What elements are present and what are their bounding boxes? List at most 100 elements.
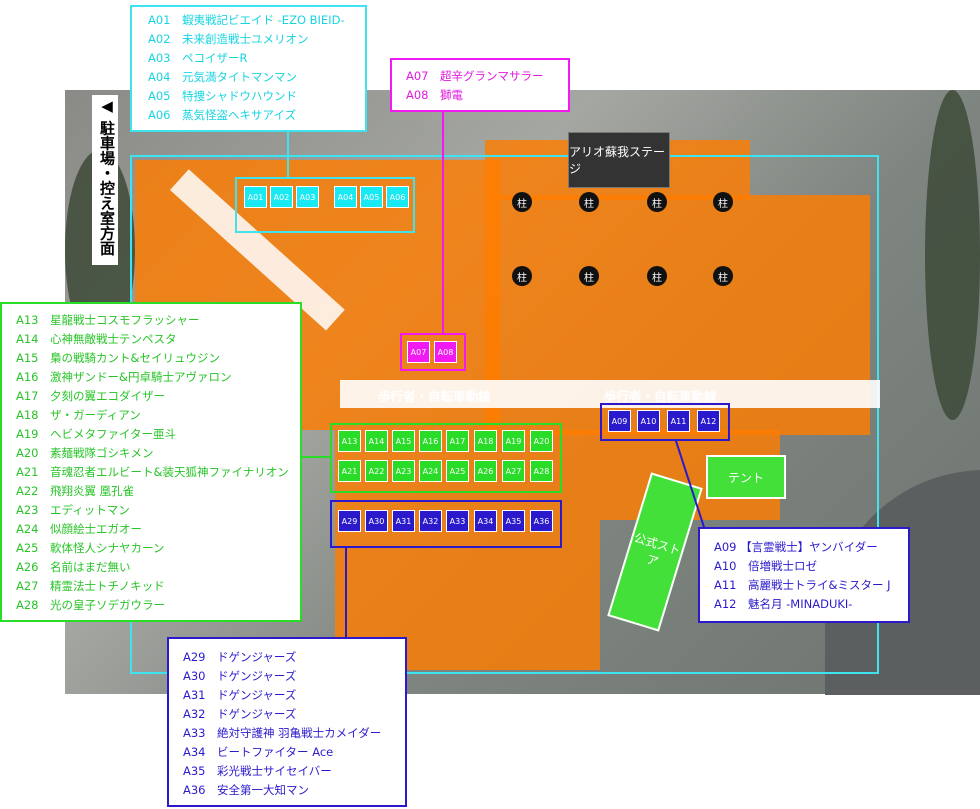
parking-direction: ◀ 駐車場・控え室方面 <box>92 95 118 265</box>
booth-a29: A29 <box>338 510 361 532</box>
legend-entry: A06 蒸気怪盗ヘキサアイズ <box>148 108 297 122</box>
booth-group-green <box>330 423 562 493</box>
legend-entry: A13 星龍戦士コスモフラッシャー <box>16 313 200 327</box>
legend-entry: A27 精霊法士トチノキッド <box>16 579 165 593</box>
legend-entry: A12 魅名月 -MINADUKI- <box>714 597 853 611</box>
pillar: 柱 <box>647 266 667 286</box>
legend-entry: A31 ドゲンジャーズ <box>183 688 297 702</box>
tree-area <box>925 90 980 420</box>
legend-panel-green: A13 星龍戦士コスモフラッシャー A14 心神無敵戦士テンペスタ A15 梟の戦騎… <box>0 302 302 622</box>
booth-a15: A15 <box>392 430 415 452</box>
path-label-right: 歩行者・自転車動線 <box>604 389 717 404</box>
booth-a14: A14 <box>365 430 388 452</box>
legend-panel-navy-bottom: A29 ドゲンジャーズ A30 ドゲンジャーズ A31 ドゲンジャーズ A32 ドゲン… <box>167 637 407 807</box>
legend-entry: A04 元気満タイトマンマン <box>148 70 297 84</box>
connector-line <box>345 548 347 638</box>
booth-a03: A03 <box>296 186 319 208</box>
booth-a01: A01 <box>244 186 267 208</box>
booth-a20: A20 <box>530 430 553 452</box>
legend-entry: A01 蝦夷戦記ビエイド -EZO BIEID- <box>148 13 345 27</box>
legend-entry: A07 超辛グランマサラー <box>406 69 544 83</box>
booth-a28: A28 <box>530 460 553 482</box>
legend-entry: A16 激神ザンドー&円卓騎士アヴァロン <box>16 370 232 384</box>
legend-entry: A26 名前はまだ無い <box>16 560 131 574</box>
legend-panel-navy-right: A09 【言霊戦士】ヤンバイダー A10 倍増戦士ロゼ A11 高麗戦士トライ&ミス… <box>698 527 910 623</box>
arrow-left-icon: ◀ <box>98 97 116 115</box>
pillar: 柱 <box>579 192 599 212</box>
legend-entry: A08 獅電 <box>406 88 463 102</box>
booth-a04: A04 <box>334 186 357 208</box>
booth-a09: A09 <box>608 410 631 432</box>
legend-entry: A33 絶対守護神 羽亀戦士カメイダー <box>183 726 382 740</box>
legend-entry: A19 ヘビメタファイター亜斗 <box>16 427 177 441</box>
booth-a31: A31 <box>392 510 415 532</box>
legend-entry: A20 素麺戦隊ゴシキメン <box>16 446 154 460</box>
legend-entry: A23 エディットマン <box>16 503 130 517</box>
booth-a36: A36 <box>530 510 553 532</box>
booth-a25: A25 <box>446 460 469 482</box>
pillar: 柱 <box>512 192 532 212</box>
legend-panel-magenta: A07 超辛グランマサラー A08 獅電 <box>390 58 570 112</box>
booth-group-cyan <box>235 177 415 233</box>
legend-entry: A34 ビートファイター Ace <box>183 745 334 759</box>
legend-entry: A29 ドゲンジャーズ <box>183 650 297 664</box>
booth-a24: A24 <box>419 460 442 482</box>
booth-a08: A08 <box>434 341 457 363</box>
legend-entry: A14 心神無敵戦士テンペスタ <box>16 332 177 346</box>
booth-a13: A13 <box>338 430 361 452</box>
pillar: 柱 <box>713 266 733 286</box>
tent: テント <box>706 455 786 499</box>
booth-a30: A30 <box>365 510 388 532</box>
booth-a06: A06 <box>386 186 409 208</box>
legend-entry: A30 ドゲンジャーズ <box>183 669 297 683</box>
booth-a11: A11 <box>667 410 690 432</box>
booth-a05: A05 <box>360 186 383 208</box>
booth-a33: A33 <box>446 510 469 532</box>
ario-soga-stage: アリオ蘇我ステージ <box>568 132 670 188</box>
pillar: 柱 <box>713 192 733 212</box>
legend-entry: A02 未来創造戦士ユメリオン <box>148 32 309 46</box>
booth-a27: A27 <box>502 460 525 482</box>
legend-entry: A18 ザ・ガーディアン <box>16 408 141 422</box>
booth-group-magenta <box>400 333 466 371</box>
booth-a23: A23 <box>392 460 415 482</box>
booth-group-navy-right <box>600 403 730 441</box>
booth-a22: A22 <box>365 460 388 482</box>
pillar: 柱 <box>512 266 532 286</box>
booth-a35: A35 <box>502 510 525 532</box>
booth-a21: A21 <box>338 460 361 482</box>
booth-a34: A34 <box>474 510 497 532</box>
connector-line <box>302 456 330 458</box>
booth-a18: A18 <box>474 430 497 452</box>
legend-entry: A09 【言霊戦士】ヤンバイダー <box>714 540 878 554</box>
legend-entry: A22 飛翔炎翼 凰孔雀 <box>16 484 135 498</box>
booth-group-navy-bottom <box>330 500 562 548</box>
pillar: 柱 <box>579 266 599 286</box>
legend-entry: A28 光の皇子ソデガウラー <box>16 598 165 612</box>
legend-entry: A24 似顔絵士エガオー <box>16 522 142 536</box>
path-label-left: 歩行者・自転車動線 <box>378 389 491 404</box>
booth-a12: A12 <box>697 410 720 432</box>
legend-entry: A25 軟体怪人シナヤカーン <box>16 541 165 555</box>
legend-panel-cyan: A01 蝦夷戦記ビエイド -EZO BIEID- A02 未来創造戦士ユメリオン A… <box>130 5 367 132</box>
legend-entry: A21 音魂忍者エルビート&装天狐神ファイナリオン <box>16 465 289 479</box>
booth-a02: A02 <box>270 186 293 208</box>
booth-a19: A19 <box>502 430 525 452</box>
booth-a17: A17 <box>446 430 469 452</box>
legend-entry: A03 ペコイザーR <box>148 51 248 65</box>
connector-line <box>442 112 444 334</box>
booth-a07: A07 <box>407 341 430 363</box>
legend-entry: A17 夕刻の翼エコダイザー <box>16 389 165 403</box>
legend-entry: A32 ドゲンジャーズ <box>183 707 297 721</box>
legend-entry: A15 梟の戦騎カント&セイリュウジン <box>16 351 220 365</box>
booth-a10: A10 <box>637 410 660 432</box>
booth-a26: A26 <box>474 460 497 482</box>
legend-entry: A11 高麗戦士トライ&ミスター J <box>714 578 891 592</box>
legend-entry: A05 特捜シャドウハウンド <box>148 89 297 103</box>
legend-entry: A35 彩光戦士サイセイバー <box>183 764 332 778</box>
connector-line <box>287 132 289 178</box>
pillar: 柱 <box>647 192 667 212</box>
legend-entry: A36 安全第一大知マン <box>183 783 309 797</box>
legend-entry: A10 倍増戦士ロゼ <box>714 559 817 573</box>
parking-label: 駐車場・控え室方面 <box>98 120 116 256</box>
